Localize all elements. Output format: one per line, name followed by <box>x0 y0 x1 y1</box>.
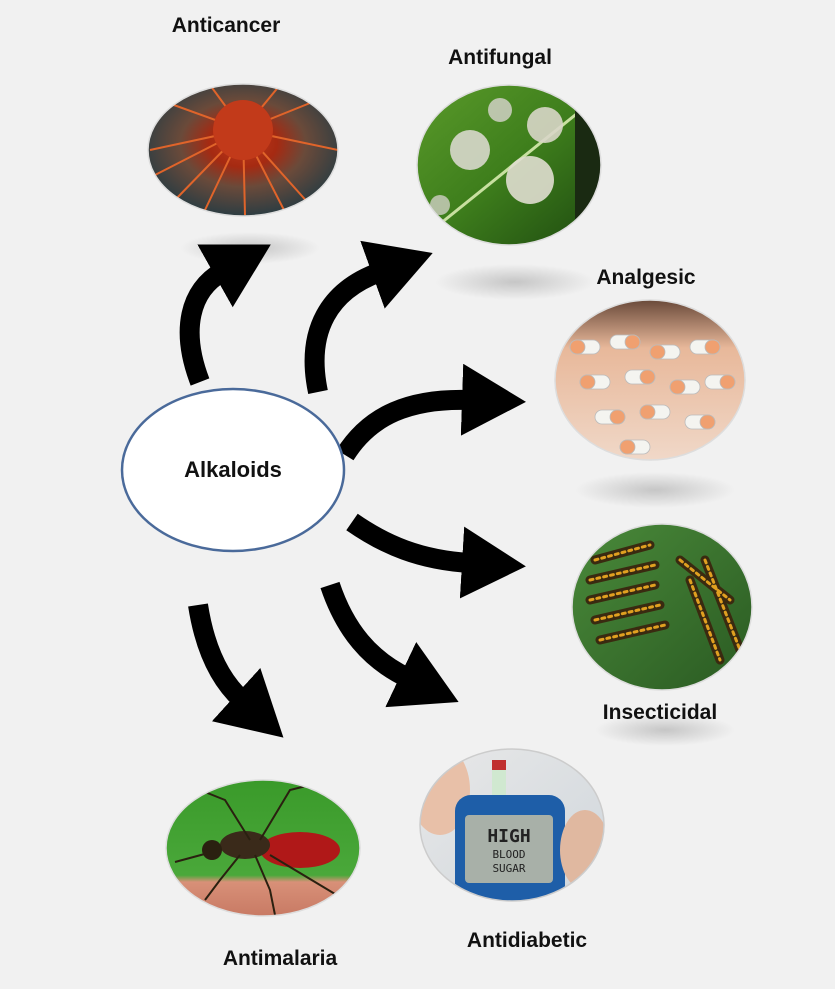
arrow-to-anticancer <box>179 244 271 386</box>
antidiabetic-image: HIGH BLOOD SUGAR <box>419 748 605 902</box>
arrow-to-insecticidal <box>346 513 526 599</box>
arrow-to-antifungal <box>304 240 433 395</box>
glucometer-screen-line1: HIGH <box>487 826 530 847</box>
antimalaria-image <box>165 779 361 917</box>
insecticidal-label: Insecticidal <box>602 701 718 724</box>
anticancer-image <box>147 83 339 217</box>
antifungal-image <box>416 84 602 246</box>
alkaloids-label: Alkaloids <box>184 457 282 482</box>
insecticidal-image <box>571 523 753 691</box>
analgesic-image <box>554 299 746 461</box>
glucometer-screen-line2: BLOOD <box>492 848 525 861</box>
glucometer-screen-line3: SUGAR <box>492 862 525 875</box>
arrows <box>179 240 526 738</box>
anticancer-label: Anticancer <box>171 14 281 37</box>
antidiabetic-label: Antidiabetic <box>466 929 588 952</box>
arrow-to-antimalaria <box>188 603 284 738</box>
arrow-to-analgesic <box>336 363 526 461</box>
alkaloids-node <box>120 387 346 553</box>
arrow-to-antidiabetic <box>320 581 459 708</box>
antifungal-label: Antifungal <box>448 46 552 69</box>
antimalaria-label: Antimalaria <box>222 947 338 970</box>
analgesic-label: Analgesic <box>596 266 696 289</box>
